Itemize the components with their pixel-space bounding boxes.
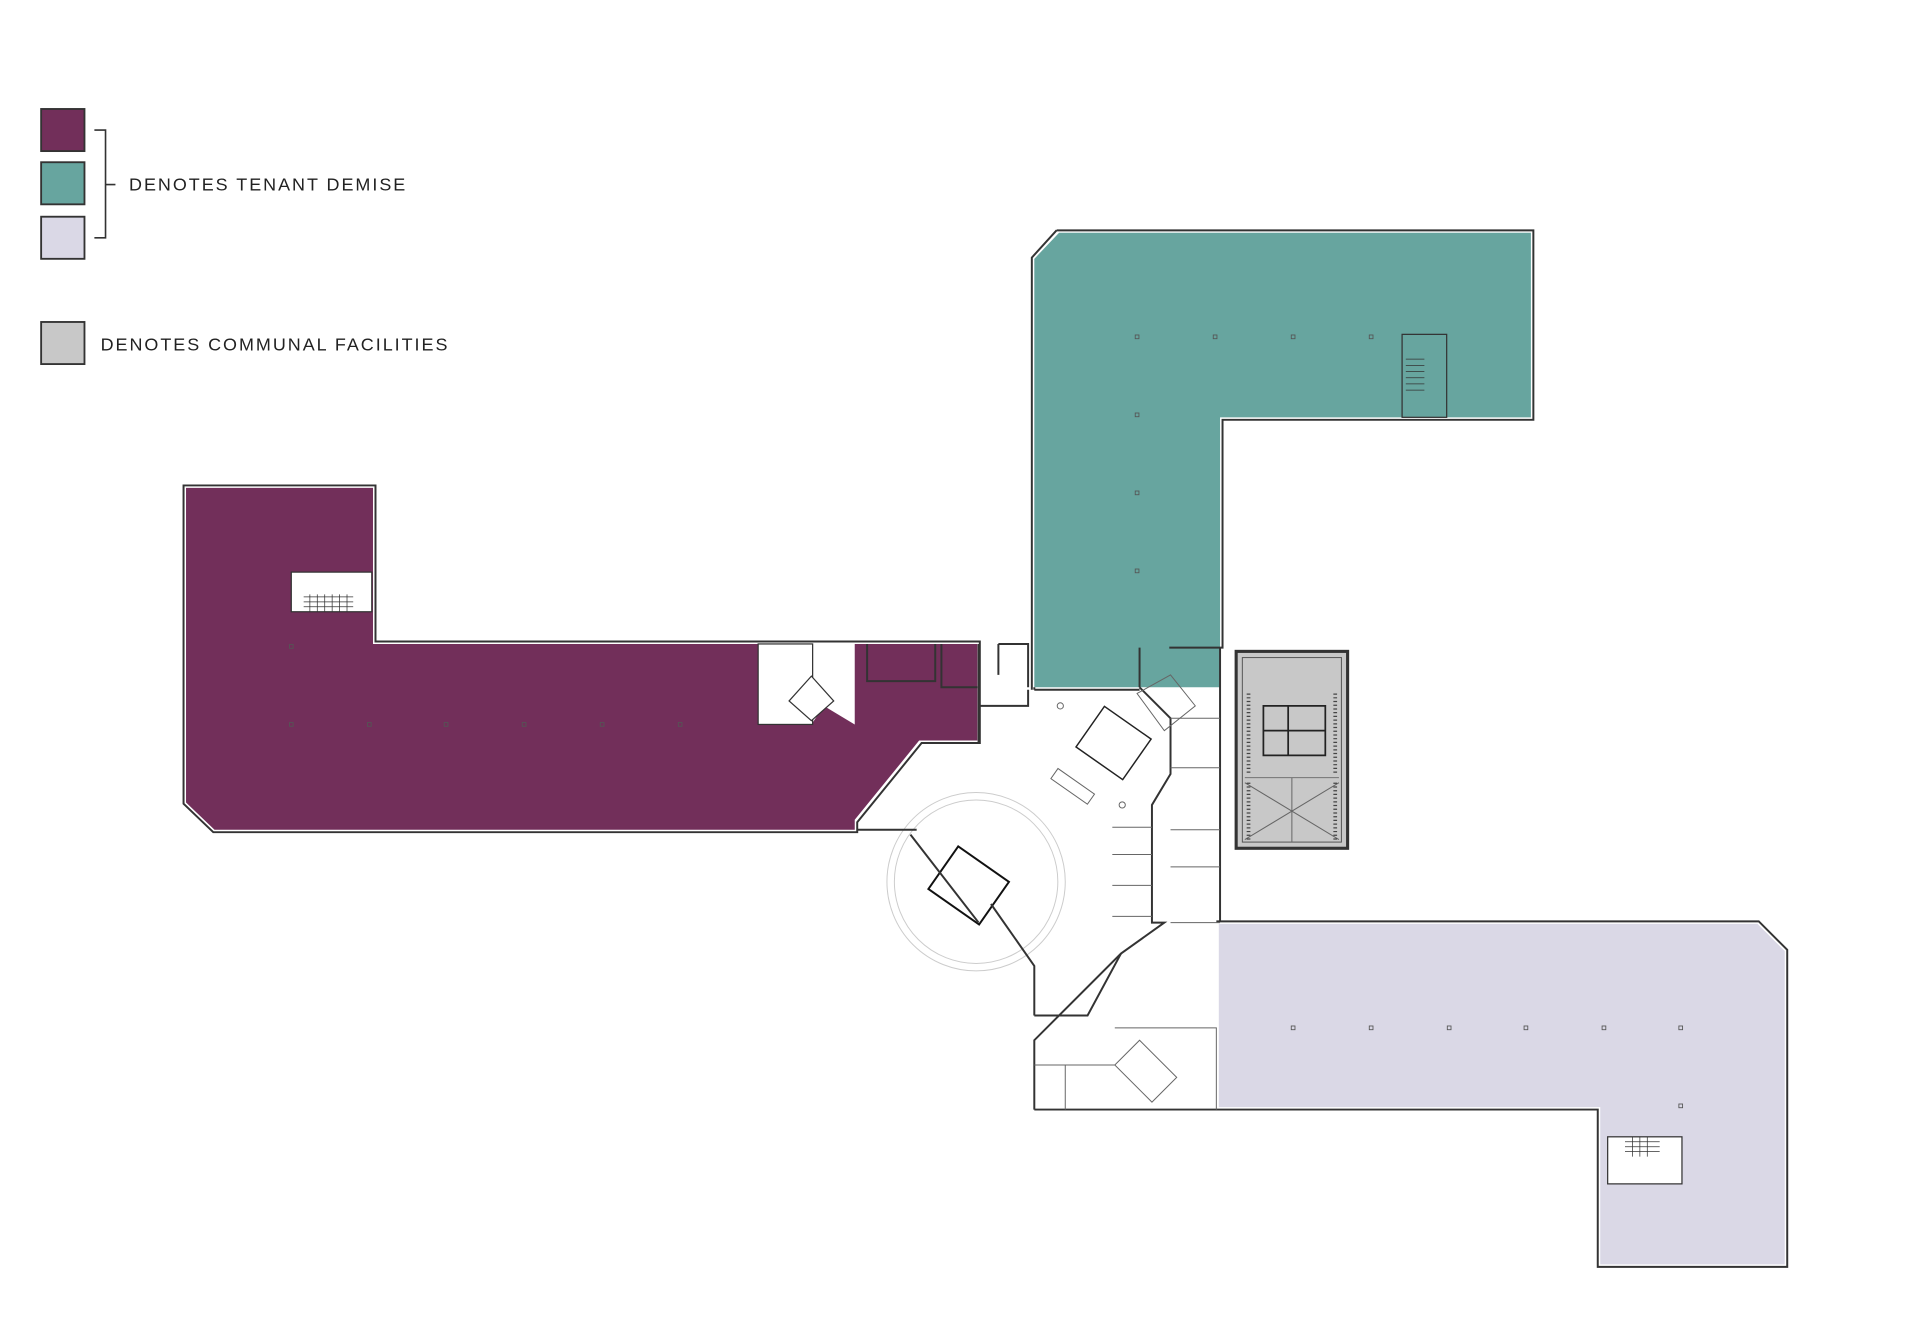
legend-swatch-teal [40, 161, 86, 206]
tenant-area-purple [182, 484, 981, 834]
tenant-area-teal [1030, 229, 1535, 690]
column-marker [1678, 1103, 1684, 1109]
legend-bracket [94, 129, 116, 239]
legend-swatch-lavender [40, 215, 86, 260]
column-marker [1523, 1025, 1529, 1031]
column-marker [1212, 334, 1218, 340]
column-marker [288, 644, 294, 649]
central-core [857, 642, 1222, 1110]
column-marker [288, 722, 294, 727]
legend-tenant-demise-label: DENOTES TENANT DEMISE [129, 175, 407, 195]
column-marker [1134, 412, 1140, 418]
communal-facility-gym [1234, 649, 1350, 850]
column-marker [1290, 1025, 1296, 1031]
column-marker [1290, 334, 1296, 340]
column-marker [1446, 1025, 1452, 1031]
legend: DENOTES TENANT DEMISE DENOTES COMMUNAL F… [40, 108, 450, 366]
tenant-area-lavender [1034, 920, 1789, 1268]
legend-swatch-purple [40, 108, 86, 153]
column-marker [1368, 334, 1374, 340]
column-marker [599, 722, 605, 727]
legend-swatch-grey [40, 321, 86, 366]
seating-circle [886, 792, 1066, 972]
column-marker [1368, 1025, 1374, 1031]
column-marker [1678, 1025, 1684, 1031]
column-marker [677, 722, 683, 727]
legend-communal-label: DENOTES COMMUNAL FACILITIES [101, 334, 450, 354]
column-marker [1134, 568, 1140, 574]
column-marker [1134, 334, 1140, 340]
column-marker [443, 722, 449, 727]
column-marker [1601, 1025, 1607, 1031]
column-grid [288, 334, 1684, 1109]
column-marker [1134, 490, 1140, 496]
column-marker [367, 722, 372, 727]
column-marker [521, 722, 527, 727]
